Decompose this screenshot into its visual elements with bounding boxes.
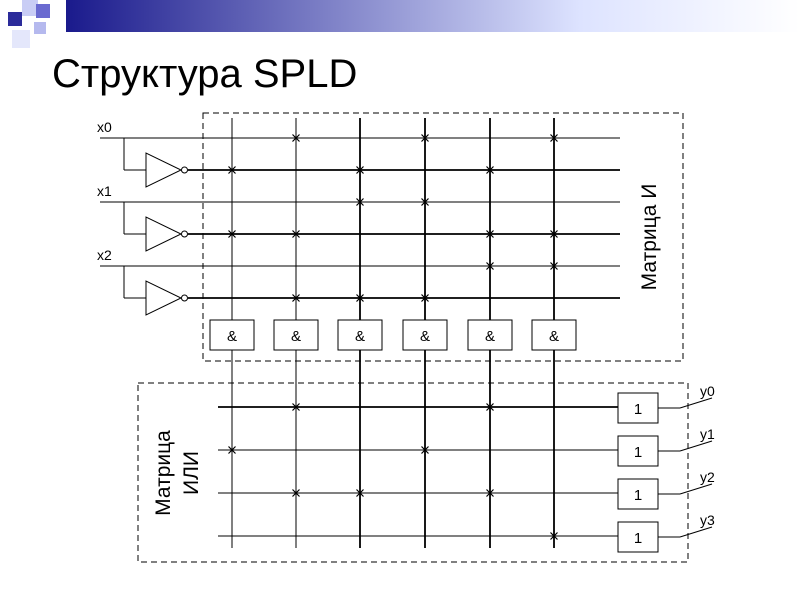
or-gate-symbol: 1 [634, 444, 642, 461]
and-gate-symbol: & [485, 328, 495, 345]
and-connection-cross [550, 230, 558, 238]
and-gate-symbol: & [355, 328, 365, 345]
output-line-slant [679, 397, 713, 409]
or-connection-cross [486, 403, 494, 411]
inverter-bubble [181, 294, 188, 302]
and-connection-cross [356, 294, 364, 302]
or-matrix-label-line2: ИЛИ [180, 451, 203, 495]
cross-stroke [356, 294, 364, 302]
output-label-y3: y3 [700, 512, 715, 528]
and-connection-cross [228, 230, 236, 238]
cross-stroke [486, 230, 494, 238]
and-matrix-label: Матрица И [638, 184, 661, 291]
and-connection-cross [356, 166, 364, 174]
and-gate [337, 319, 383, 351]
inverter-bubble [181, 166, 188, 174]
cross-stroke [356, 166, 364, 174]
and-connection-cross [292, 134, 300, 142]
and-matrix-border [202, 112, 684, 362]
output-line-slant [679, 440, 713, 452]
or-gate [617, 392, 659, 424]
or-connection-cross [228, 446, 236, 454]
and-gate-symbol: & [291, 328, 301, 345]
inverter-triangle [145, 280, 183, 316]
and-connection-cross [486, 230, 494, 238]
cross-stroke [486, 489, 494, 497]
input-label-x1: x1 [97, 183, 112, 199]
and-gate [273, 319, 319, 351]
or-gate-symbol: 1 [634, 487, 642, 504]
or-connection-cross [421, 446, 429, 454]
input-label-x2: x2 [97, 247, 112, 263]
corner-square-light [22, 0, 38, 16]
and-connection-cross [421, 294, 429, 302]
or-gate [617, 478, 659, 510]
and-connection-cross [550, 262, 558, 270]
cross-stroke [421, 134, 429, 142]
cross-stroke [228, 446, 236, 454]
output-label-y1: y1 [700, 426, 715, 442]
and-connection-cross [421, 134, 429, 142]
cross-stroke [292, 489, 300, 497]
or-gate [617, 435, 659, 467]
cross-stroke [228, 230, 236, 238]
inverter-triangle [145, 216, 183, 252]
or-gate-symbol: 1 [634, 401, 642, 418]
or-connection-cross [292, 403, 300, 411]
inverter-bubble [181, 230, 188, 238]
cross-stroke [486, 166, 494, 174]
corner-square-pale [12, 30, 30, 48]
and-gate [467, 319, 513, 351]
cross-stroke [356, 489, 364, 497]
or-matrix-border [137, 382, 689, 563]
and-gate-symbol: & [227, 328, 237, 345]
cross-stroke [421, 294, 429, 302]
and-connection-cross [292, 230, 300, 238]
or-connection-cross [292, 489, 300, 497]
cross-stroke [292, 230, 300, 238]
corner-square-mid [36, 4, 50, 18]
inverter-triangle [145, 152, 183, 188]
cross-stroke [292, 294, 300, 302]
cross-stroke [356, 198, 364, 206]
header-gradient-bar [66, 0, 800, 32]
and-connection-cross [486, 166, 494, 174]
and-gate-symbol: & [420, 328, 430, 345]
and-connection-cross [356, 198, 364, 206]
output-label-y2: y2 [700, 469, 715, 485]
or-matrix-label-line1: Матрица [152, 430, 175, 516]
output-line-slant [679, 483, 713, 495]
and-gate [531, 319, 577, 351]
cross-stroke [550, 532, 558, 540]
corner-square-dark [8, 12, 22, 26]
and-connection-cross [486, 262, 494, 270]
cross-stroke [228, 166, 236, 174]
and-connection-cross [421, 198, 429, 206]
and-connection-cross [292, 294, 300, 302]
corner-square-soft [34, 22, 46, 34]
and-gate-symbol: & [549, 328, 559, 345]
or-connection-cross [356, 489, 364, 497]
cross-stroke [292, 134, 300, 142]
or-connection-cross [550, 532, 558, 540]
cross-stroke [550, 134, 558, 142]
or-gate-symbol: 1 [634, 530, 642, 547]
and-connection-cross [228, 166, 236, 174]
output-line-slant [679, 526, 713, 538]
cross-stroke [486, 262, 494, 270]
cross-stroke [486, 403, 494, 411]
output-label-y0: y0 [700, 383, 715, 399]
and-connection-cross [550, 134, 558, 142]
input-label-x0: x0 [97, 119, 112, 135]
cross-stroke [550, 230, 558, 238]
slide-title: Структура SPLD [52, 52, 358, 96]
cross-stroke [421, 446, 429, 454]
cross-stroke [550, 262, 558, 270]
cross-stroke [292, 403, 300, 411]
or-connection-cross [486, 489, 494, 497]
cross-stroke [421, 198, 429, 206]
